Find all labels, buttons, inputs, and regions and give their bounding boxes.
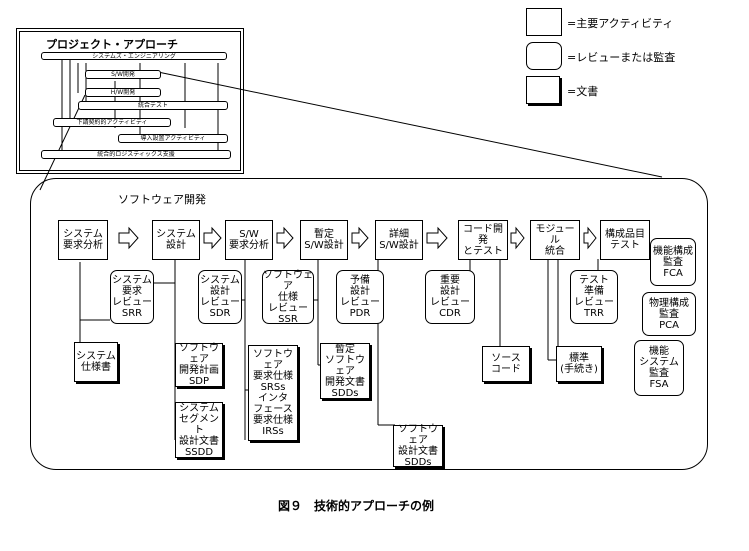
legend-document-swatch bbox=[526, 76, 560, 104]
doc-sdp: ソフトウェア 開発計画 SDP bbox=[175, 343, 223, 387]
overview-bar-integration-test: 統合テスト bbox=[78, 101, 228, 110]
overview-bar-subcontract: 下請契約的アクティビティ bbox=[53, 118, 171, 127]
software-development-frame bbox=[30, 178, 708, 470]
activity-system-design: システム 設計 bbox=[152, 220, 200, 260]
review-ssr: ソフトウェア 仕様 レビュー SSR bbox=[262, 269, 314, 325]
legend-primary-swatch bbox=[526, 8, 562, 36]
activity-module-integration: モジュール 統合 bbox=[530, 220, 580, 260]
legend-document-label: =文書 bbox=[567, 85, 599, 98]
review-pdr: 予備 設計 レビュー PDR bbox=[336, 270, 384, 324]
overview-bar-logistics: 統合的ロジスティックス支援 bbox=[41, 150, 231, 159]
doc-system-spec: システム 仕様書 bbox=[74, 342, 118, 382]
software-development-title: ソフトウェア開発 bbox=[118, 193, 206, 206]
audit-fca: 機能構成 監査 FCA bbox=[650, 238, 696, 286]
legend-review-label: =レビューまたは監査 bbox=[567, 51, 676, 64]
legend-review-swatch bbox=[526, 42, 562, 70]
activity-preliminary-sw-design: 暫定 S/W設計 bbox=[300, 220, 348, 260]
doc-source-code: ソース コード bbox=[482, 346, 530, 382]
overview-bar-installation: 導入設置アクティビティ bbox=[118, 134, 228, 143]
doc-srs-irs: ソフトウェア 要求仕様 SRSs インタ フェース 要求仕様 IRSs bbox=[248, 345, 298, 441]
review-cdr: 重要 設計 レビュー CDR bbox=[425, 270, 475, 324]
activity-detailed-sw-design: 詳細 S/W設計 bbox=[375, 220, 423, 260]
activity-system-requirements-analysis: システム 要求分析 bbox=[58, 220, 108, 260]
review-sdr: システム 設計 レビュー SDR bbox=[198, 270, 242, 324]
activity-code-and-test: コード開発 とテスト bbox=[458, 220, 508, 260]
review-srr: システム 要求 レビュー SRR bbox=[110, 270, 154, 324]
review-trr: テスト 準備 レビュー TRR bbox=[570, 270, 618, 324]
audit-pca: 物理構成 監査 PCA bbox=[642, 292, 696, 336]
overview-bar-systems-engineering: システムズ・エンジニアリング bbox=[41, 52, 227, 60]
overview-frame bbox=[16, 28, 244, 174]
figure-caption: 図９ 技術的アプローチの例 bbox=[278, 499, 435, 513]
overview-bar-hw-dev: H/W開発 bbox=[85, 88, 161, 97]
overview-title: プロジェクト・アプローチ bbox=[46, 38, 178, 51]
doc-standards: 標準 (手続き) bbox=[556, 346, 602, 382]
overview-bar-sw-dev: S/W開発 bbox=[85, 70, 161, 79]
doc-preliminary-sdd: 暫定 ソフトウェア 開発文書 SDDs bbox=[320, 343, 370, 399]
audit-fsa: 機能 システム 監査 FSA bbox=[634, 340, 684, 396]
doc-sdd: ソフトウェア 設計文書 SDDs bbox=[393, 424, 443, 468]
activity-ci-testing: 構成品目 テスト bbox=[600, 220, 650, 260]
doc-ssdd: システム セグメント 設計文書 SSDD bbox=[175, 402, 223, 458]
activity-sw-requirements-analysis: S/W 要求分析 bbox=[225, 220, 273, 260]
legend-primary-label: =主要アクティビティ bbox=[567, 17, 674, 30]
